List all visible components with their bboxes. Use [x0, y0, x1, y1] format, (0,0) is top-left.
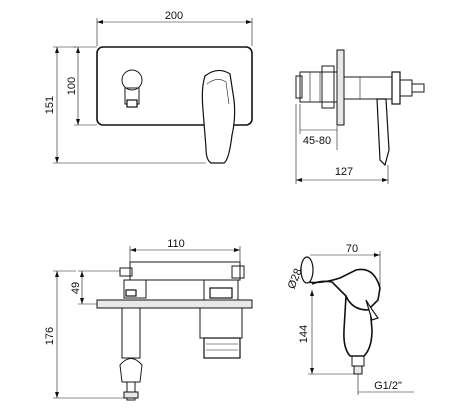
- side-body-rear: [299, 71, 338, 103]
- top-view: 110 49 176: [44, 238, 253, 401]
- top-cartridge-upper: [203, 279, 239, 301]
- hand-shower-view: 70 Ø28 144 G1/2": [286, 243, 414, 395]
- top-diverter: [123, 279, 147, 299]
- shower-trigger: [365, 299, 379, 321]
- dim-top-offset: 49: [70, 282, 82, 294]
- lever-highlight: [206, 79, 230, 105]
- side-wall-plate: [336, 49, 345, 126]
- wall-plate: [96, 46, 253, 126]
- side-view: 45-80 127: [295, 49, 425, 184]
- top-body: [129, 261, 241, 281]
- shower-face: [300, 256, 314, 284]
- dim-shower-diameter: Ø28: [286, 267, 305, 291]
- dim-side-depth-range: 45-80: [303, 135, 331, 147]
- dim-side-total-depth: 127: [335, 166, 353, 178]
- dim-top-spacing: 110: [167, 238, 185, 250]
- top-handle: [203, 337, 241, 359]
- dim-top-total: 176: [44, 327, 56, 345]
- diverter-base: [126, 99, 138, 108]
- side-cross-fitting: [321, 65, 335, 109]
- top-wall-plate: [96, 299, 253, 309]
- dim-shower-height: 144: [298, 325, 310, 343]
- top-holder-stem: [121, 307, 141, 359]
- front-view: 200 100 151: [44, 10, 253, 164]
- side-lever: [376, 98, 390, 167]
- lever-handle: [201, 69, 236, 164]
- dim-front-width: 200: [165, 10, 183, 22]
- side-cartridge: [343, 76, 393, 100]
- shower-connector: [351, 355, 365, 367]
- diverter-knob: [121, 69, 143, 91]
- top-cartridge-lower: [199, 307, 243, 339]
- dim-thread: G1/2": [374, 380, 402, 392]
- side-knob: [391, 71, 401, 105]
- dim-shower-width: 70: [346, 243, 358, 255]
- dim-front-height-total: 151: [44, 96, 56, 114]
- dim-plate-height: 100: [66, 77, 78, 95]
- top-holder-cup: [119, 358, 143, 383]
